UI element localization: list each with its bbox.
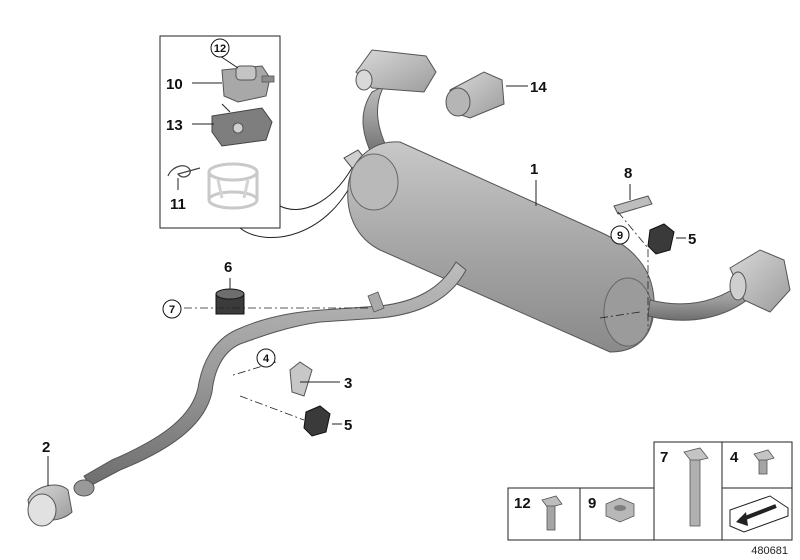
callout-1: 1	[530, 161, 538, 178]
pipe-clamp-part	[27, 456, 95, 527]
svg-text:7: 7	[169, 304, 175, 316]
diagram-reference-number: 480681	[751, 545, 788, 557]
detail-inset	[159, 35, 359, 238]
small-bracket-part	[613, 184, 653, 215]
callout-7-circled: 7	[162, 299, 182, 319]
rubber-damper-part	[215, 278, 245, 315]
table-cell-7: 7	[660, 449, 668, 466]
flap-actuator-part	[221, 65, 275, 103]
right-tailpipe-part	[647, 249, 791, 321]
actuator-bracket-part	[211, 107, 273, 147]
svg-text:12: 12	[214, 43, 226, 55]
spring-clip-part	[167, 165, 201, 178]
callout-3: 3	[344, 375, 352, 392]
callout-13: 13	[166, 117, 183, 134]
hanger-bracket-part	[289, 361, 340, 397]
rear-muffler-part	[347, 141, 655, 353]
callout-2: 2	[42, 439, 50, 456]
flange-bolt-icon	[541, 495, 563, 531]
hex-nut-icon	[605, 497, 635, 523]
callout-4-circled: 4	[256, 348, 276, 368]
callout-10: 10	[166, 76, 183, 93]
assembly-lines	[184, 211, 649, 421]
intermediate-pipe-part	[83, 261, 467, 487]
direction-arrow-icon	[729, 495, 789, 533]
long-bolt-icon	[683, 447, 709, 527]
svg-text:9: 9	[617, 230, 623, 242]
flap-clamp-ring-part	[207, 162, 259, 210]
callout-11: 11	[170, 196, 186, 213]
callout-labels: 1 2 3 5 5 6 8 10 11 13 14 12 7 4 9	[42, 38, 696, 456]
callout-5-lower: 5	[344, 417, 352, 434]
rubber-mount-part-upper	[647, 223, 686, 255]
hardware-table: 12 9 7 4	[507, 441, 793, 541]
callout-8: 8	[624, 165, 632, 182]
short-bolt-icon	[753, 449, 775, 475]
rubber-mount-part	[303, 405, 342, 437]
table-cell-4: 4	[730, 449, 739, 466]
callout-5-upper: 5	[688, 231, 696, 248]
callout-14: 14	[530, 79, 547, 96]
callout-12-circled: 12	[210, 38, 230, 58]
callout-6: 6	[224, 259, 232, 276]
tailpipe-trim-part	[445, 71, 528, 119]
callout-9-circled: 9	[610, 225, 630, 245]
table-cell-12: 12	[514, 495, 531, 512]
svg-text:4: 4	[263, 353, 270, 365]
left-tailpipe-part	[343, 49, 437, 169]
table-cell-9: 9	[588, 495, 596, 512]
